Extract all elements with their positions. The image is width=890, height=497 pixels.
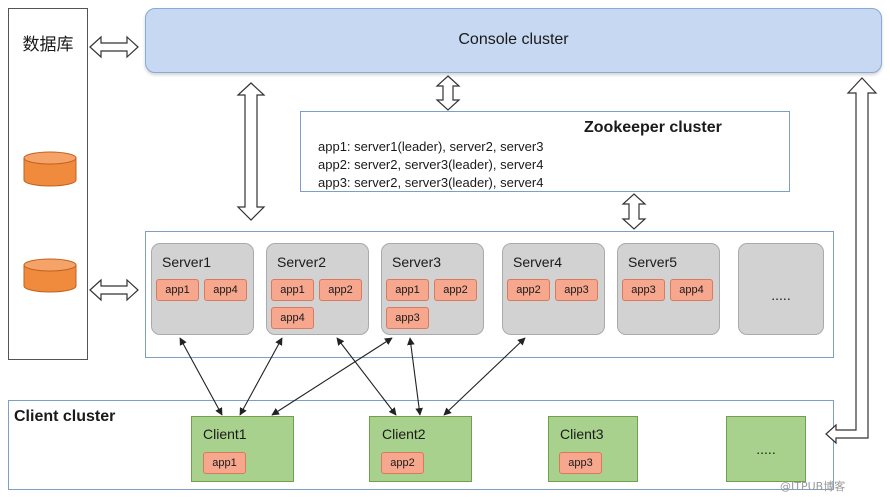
client-2-app: app2 (381, 452, 424, 474)
server-3-app-3: app3 (386, 307, 429, 329)
client-1-app: app1 (203, 452, 246, 474)
client-cluster-label: Client cluster (14, 408, 116, 425)
database-cylinder-icon-2 (23, 258, 77, 293)
server-3-app-1: app1 (386, 279, 429, 301)
console-cluster (145, 8, 882, 73)
console-zookeeper-double-arrow (435, 75, 461, 111)
server-more-box (738, 243, 824, 335)
console-clients-double-arrow (825, 77, 878, 445)
client1-server1-link (179, 337, 223, 416)
zookeeper-line-app1: app1: server1(leader), server2, server3 (318, 139, 544, 154)
server-2-app-1: app1 (271, 279, 314, 301)
server-4-app-1: app2 (507, 279, 550, 301)
console-cluster-label: Console cluster (458, 31, 569, 48)
client-3-name: Client3 (560, 426, 604, 442)
database-title: 数据库 (22, 35, 74, 55)
client1-server3-link (271, 337, 393, 416)
server-more-label: ..... (771, 287, 791, 303)
server-4-app-2: app3 (555, 279, 598, 301)
client-more-box (726, 416, 806, 482)
server-3-app-2: app2 (434, 279, 477, 301)
zookeeper-cluster (300, 111, 790, 192)
client-3-app: app3 (559, 452, 602, 474)
server-2-app-3: app4 (271, 307, 314, 329)
zookeeper-line-app2: app2: server2, server3(leader), server4 (318, 157, 544, 172)
server-4-name: Server4 (513, 254, 563, 270)
server-5-app-1: app3 (622, 279, 665, 301)
server-2-name: Server2 (277, 254, 327, 270)
server-3-name: Server3 (392, 254, 442, 270)
watermark: @ITPUB博客 (780, 480, 846, 493)
server-1-name: Server1 (162, 254, 212, 270)
client1-server2-link (239, 337, 283, 416)
server-1-app-2: app4 (204, 279, 247, 301)
client2-server4-link (443, 337, 526, 416)
client-more-label: ..... (756, 441, 776, 457)
db-servers-double-arrow (89, 278, 139, 302)
zookeeper-line-app3: app3: server2, server3(leader), server4 (318, 175, 544, 190)
client2-server2-link (336, 337, 397, 416)
database-cylinder-icon-1 (23, 151, 77, 187)
client-2-name: Client2 (382, 426, 426, 442)
zookeeper-servers-double-arrow (621, 193, 647, 230)
server-2-app-2: app2 (319, 279, 362, 301)
server-5-app-2: app4 (670, 279, 713, 301)
console-servers-double-arrow (236, 82, 266, 221)
client-1-name: Client1 (203, 426, 247, 442)
zookeeper-title: Zookeeper cluster (584, 119, 722, 136)
server-5-name: Server5 (628, 254, 678, 270)
db-console-double-arrow (89, 35, 139, 59)
client2-server3-link (407, 337, 423, 416)
server-1-app-1: app1 (156, 279, 199, 301)
